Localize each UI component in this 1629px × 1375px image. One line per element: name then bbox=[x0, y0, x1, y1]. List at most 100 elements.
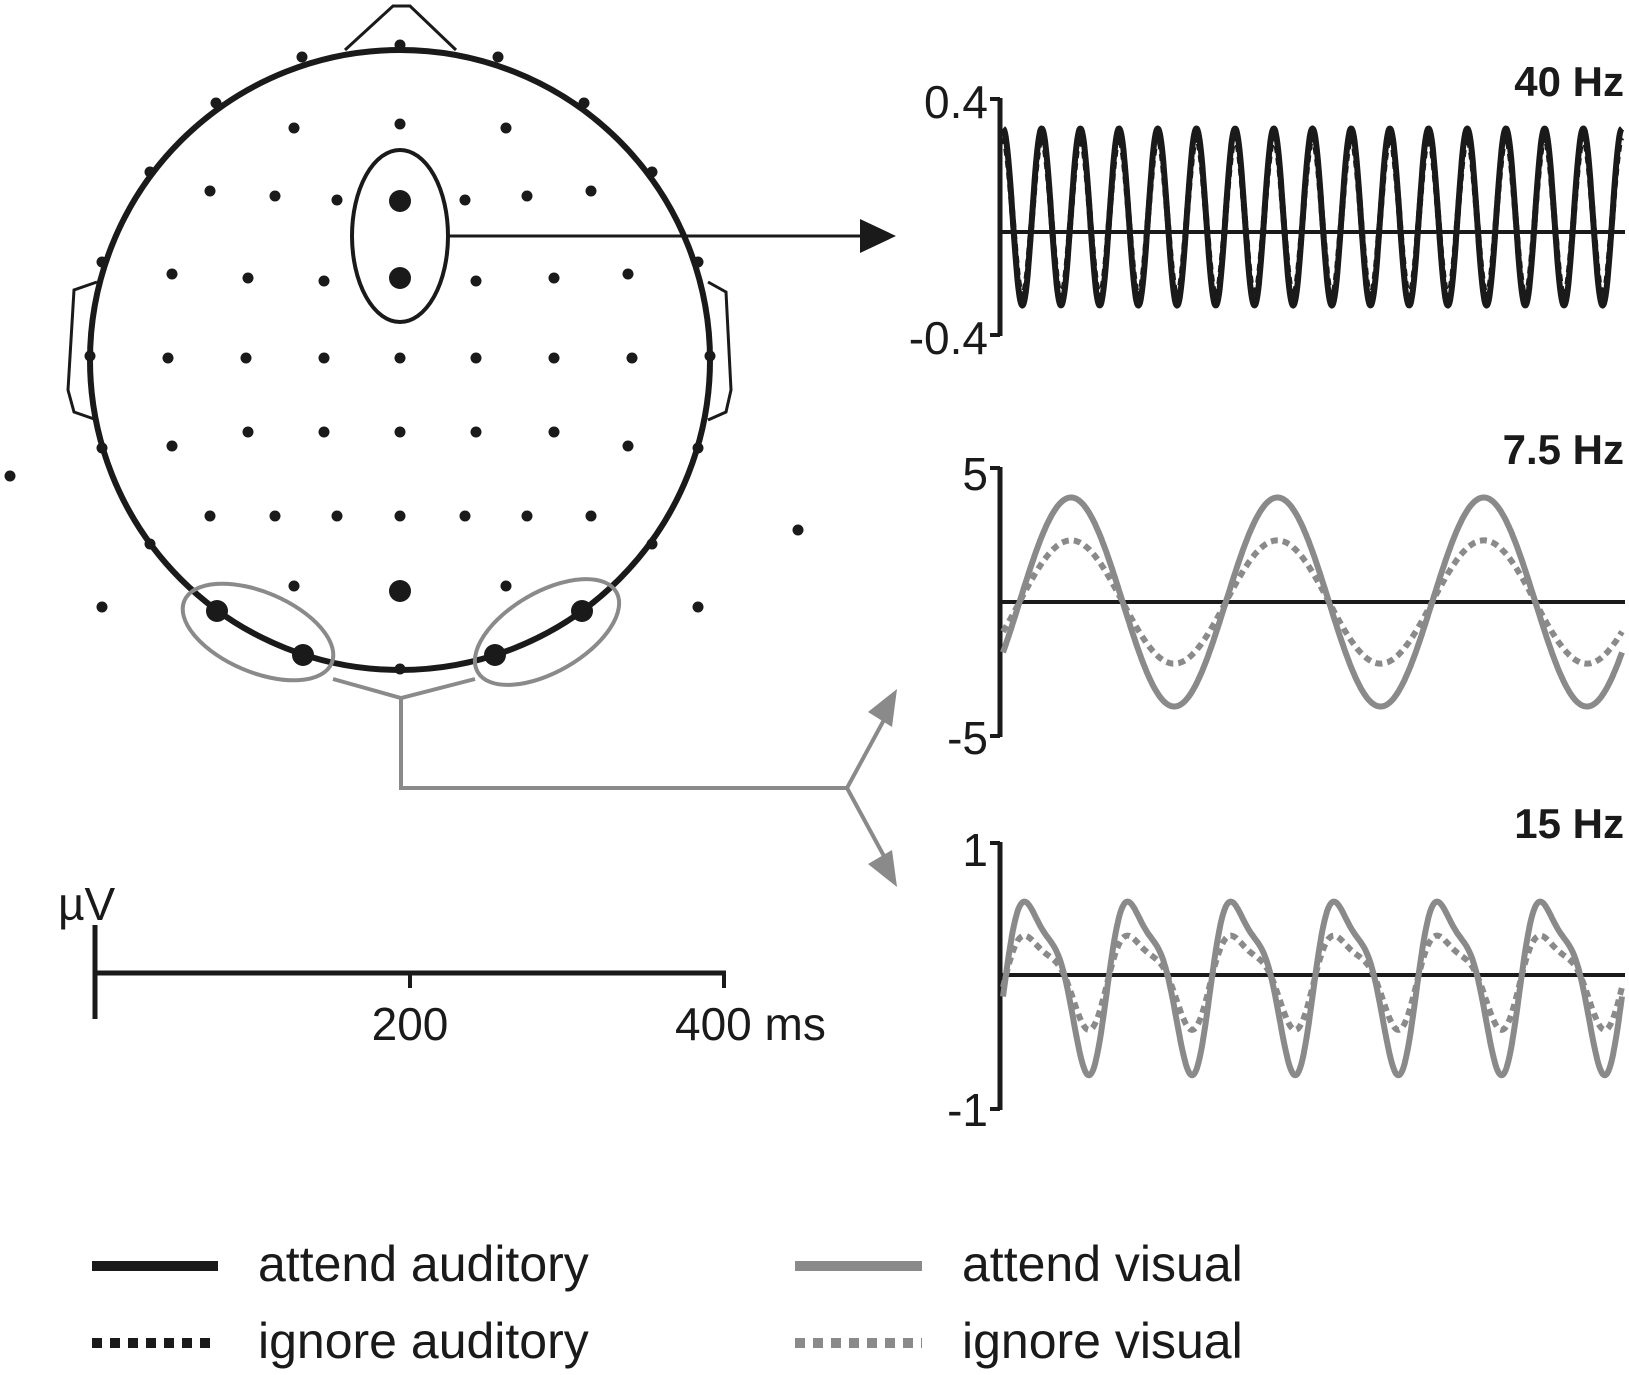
electrode-dot bbox=[692, 442, 704, 454]
electrode-dot bbox=[318, 426, 330, 438]
electrode-dot bbox=[394, 39, 406, 51]
frontocentral-cluster-outline bbox=[350, 148, 450, 324]
electrode-dot bbox=[646, 166, 658, 178]
electrode-dot bbox=[269, 190, 281, 202]
legend-label-attend-visual: attend visual bbox=[962, 1236, 1243, 1292]
electrode-dot bbox=[394, 118, 406, 130]
panel-7-5hz: 7.5 Hz 5 -5 bbox=[947, 426, 1625, 764]
series-line-attend-auditory bbox=[1000, 125, 1625, 309]
electrode-dot bbox=[144, 166, 156, 178]
electrode-dot bbox=[4, 470, 16, 482]
series-line-attend-visual bbox=[1000, 494, 1625, 710]
electrode-dot bbox=[394, 426, 406, 438]
electrode-dot bbox=[585, 185, 597, 197]
electrode-dot bbox=[296, 51, 308, 63]
highlighted-electrode bbox=[292, 644, 314, 666]
electrode-dot bbox=[548, 352, 560, 364]
electrode-dot bbox=[394, 352, 406, 364]
electrode-dot bbox=[204, 510, 216, 522]
panel-title: 40 Hz bbox=[1514, 58, 1624, 105]
electrode-dot bbox=[269, 510, 281, 522]
scale-unit-label: µV bbox=[58, 878, 116, 930]
electrode-dot bbox=[288, 580, 300, 592]
panel-title: 7.5 Hz bbox=[1503, 426, 1624, 473]
y-axis-top-label: 5 bbox=[962, 448, 988, 500]
electrode-dot bbox=[331, 510, 343, 522]
electrode-dot bbox=[500, 580, 512, 592]
nose-icon bbox=[343, 4, 458, 52]
highlighted-electrode bbox=[571, 600, 593, 622]
scale-tick-200: 200 bbox=[372, 998, 449, 1050]
series-line-attend-visual bbox=[1000, 898, 1625, 1079]
electrode-dot bbox=[792, 524, 804, 536]
electrode-dot bbox=[585, 510, 597, 522]
electrode-dot bbox=[622, 268, 634, 280]
electrode-dot bbox=[204, 185, 216, 197]
left-occipital-cluster-outline bbox=[180, 581, 336, 683]
highlighted-electrode bbox=[484, 644, 506, 666]
electrode-dot bbox=[394, 510, 406, 522]
electrode-dot bbox=[144, 538, 156, 550]
series-line-ignore-visual bbox=[1000, 537, 1625, 667]
electrode-dot bbox=[646, 538, 658, 550]
electrode-dot bbox=[692, 601, 704, 613]
legend-label-attend-auditory: attend auditory bbox=[258, 1236, 589, 1292]
electrode-dot bbox=[394, 663, 406, 675]
right-occipital-cluster-outline bbox=[472, 577, 622, 687]
head-map bbox=[4, 4, 804, 687]
electrode-dot bbox=[548, 426, 560, 438]
electrode-dot bbox=[242, 426, 254, 438]
y-axis-bottom-label: -1 bbox=[947, 1084, 988, 1136]
electrode-dot bbox=[459, 510, 471, 522]
electrode-dot bbox=[622, 440, 634, 452]
electrode-dot bbox=[318, 275, 330, 287]
panel-15hz: 15 Hz 1 -1 bbox=[947, 800, 1625, 1136]
auditory-arrow bbox=[449, 219, 896, 253]
electrode-dot bbox=[166, 440, 178, 452]
electrode-dot bbox=[492, 51, 504, 63]
electrode-dot bbox=[240, 352, 252, 364]
electrode-dot bbox=[692, 256, 704, 268]
electrode-dot bbox=[578, 97, 590, 109]
highlighted-electrodes bbox=[206, 190, 593, 666]
y-axis-bottom-label: -5 bbox=[947, 712, 988, 764]
y-axis-bottom-label: -0.4 bbox=[909, 312, 988, 364]
electrode-dot bbox=[470, 426, 482, 438]
legend-label-ignore-visual: ignore visual bbox=[962, 1313, 1243, 1369]
electrode-dot bbox=[166, 268, 178, 280]
electrode-dot bbox=[288, 122, 300, 134]
panel-40hz: 40 Hz 0.4 -0.4 bbox=[909, 58, 1625, 364]
highlighted-electrode bbox=[389, 580, 411, 602]
electrode-dot bbox=[318, 352, 330, 364]
legend: attend auditory ignore auditory attend v… bbox=[92, 1236, 1243, 1369]
highlighted-electrode bbox=[206, 600, 228, 622]
electrode-dot bbox=[96, 601, 108, 613]
highlighted-electrode bbox=[389, 190, 411, 212]
electrode-dot bbox=[704, 350, 716, 362]
electrode-dot bbox=[548, 272, 560, 284]
electrode-dot bbox=[210, 97, 222, 109]
electrode-dot bbox=[470, 352, 482, 364]
electrode-dot bbox=[84, 350, 96, 362]
electrode-dot bbox=[521, 510, 533, 522]
time-scale-bar: µV 200 400 ms bbox=[58, 878, 826, 1050]
visual-arrow bbox=[332, 677, 897, 887]
electrode-dots bbox=[4, 39, 804, 675]
electrode-dot bbox=[470, 275, 482, 287]
electrode-dot bbox=[521, 190, 533, 202]
electrode-dot bbox=[162, 352, 174, 364]
electrode-dot bbox=[459, 194, 471, 206]
y-axis-top-label: 0.4 bbox=[924, 76, 988, 128]
electrode-dot bbox=[242, 272, 254, 284]
electrode-dot bbox=[331, 194, 343, 206]
scale-tick-400: 400 ms bbox=[675, 998, 826, 1050]
electrode-dot bbox=[500, 122, 512, 134]
legend-label-ignore-auditory: ignore auditory bbox=[258, 1313, 589, 1369]
y-axis-top-label: 1 bbox=[962, 824, 988, 876]
panel-title: 15 Hz bbox=[1514, 800, 1624, 847]
right-ear-icon bbox=[707, 280, 733, 422]
electrode-dot bbox=[626, 352, 638, 364]
left-ear-icon bbox=[66, 280, 98, 422]
